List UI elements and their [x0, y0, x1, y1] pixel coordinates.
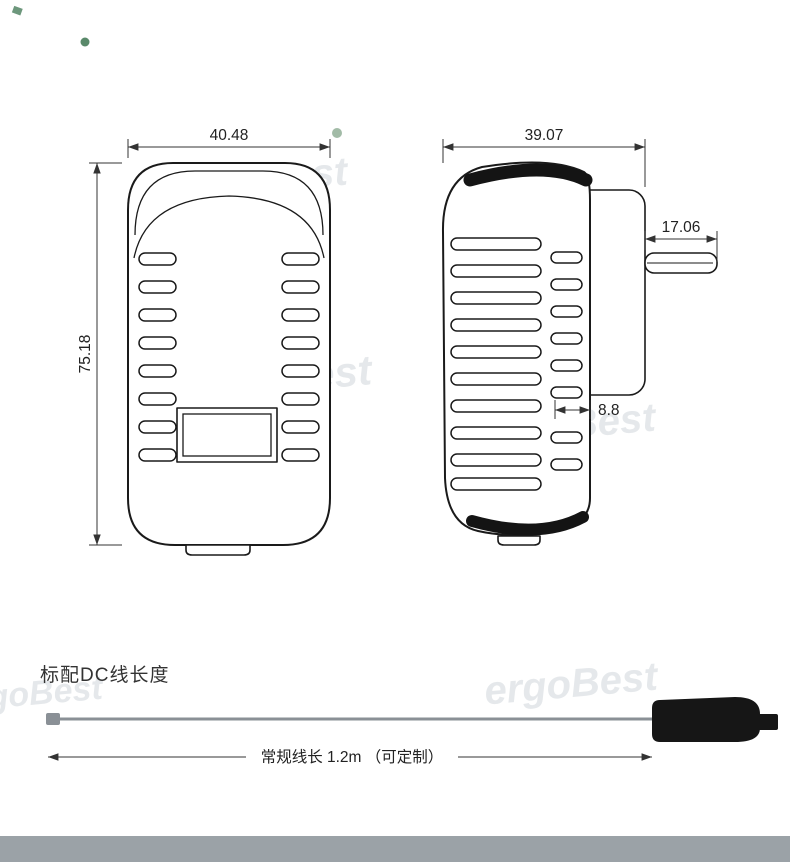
cable-section: 标配DC线长度 常规线长 1.2m （可定制）	[40, 664, 778, 766]
watermark-green-dot	[332, 128, 342, 138]
side-bottom-cap	[466, 511, 589, 536]
cable-length-note: 常规线长 1.2m （可定制）	[261, 748, 444, 766]
vent-slot	[550, 359, 583, 372]
vent-slot	[550, 251, 583, 264]
vent-slot	[281, 308, 320, 322]
dim-side-depth: 39.07	[442, 127, 646, 187]
side-bottom-nub	[497, 535, 541, 546]
vent-slot	[281, 280, 320, 294]
vent-slot	[138, 420, 177, 434]
side-depth-value: 39.07	[525, 127, 564, 144]
front-inner-top-line	[134, 170, 324, 236]
vent-slot	[450, 426, 542, 440]
dim-pin-length: 17.06	[644, 219, 718, 262]
vent-slot	[138, 392, 177, 406]
vent-slot	[450, 372, 542, 386]
pin-length-value: 17.06	[662, 219, 701, 236]
vent-slot	[138, 280, 177, 294]
watermark-green-dot	[80, 37, 90, 47]
front-body-outline	[127, 162, 331, 546]
side-top-cap	[463, 163, 593, 187]
watermark-fragment	[11, 5, 23, 16]
vent-slot	[281, 336, 320, 350]
vent-slot	[550, 305, 583, 318]
front-label-plate-outer	[176, 407, 278, 463]
vent-slot	[450, 345, 542, 359]
vent-slot	[550, 431, 583, 444]
front-vent-column-right	[281, 252, 320, 462]
vent-slot	[450, 264, 542, 278]
footer-bar	[0, 836, 790, 862]
vent-slot	[281, 364, 320, 378]
vent-slot	[138, 252, 177, 266]
vent-slot	[450, 477, 542, 491]
vent-slot	[550, 332, 583, 345]
watermark-text: ergoBest	[483, 654, 661, 713]
dim-front-width: 40.48	[127, 127, 331, 158]
front-bottom-nub	[185, 544, 251, 556]
side-vent-column-long	[450, 237, 542, 491]
cable-end-ferrule	[46, 713, 60, 725]
dc-plug-barrel	[758, 714, 778, 730]
vent-slot	[550, 458, 583, 471]
front-vent-column-left	[138, 252, 177, 462]
vent-slot	[138, 448, 177, 462]
vent-slot	[450, 453, 542, 467]
front-height-value: 75.18	[77, 335, 94, 374]
vent-slot	[138, 336, 177, 350]
dim-step: 8.8	[554, 400, 620, 419]
vent-slot	[281, 448, 320, 462]
front-view-drawing	[127, 162, 331, 556]
vent-slot	[450, 399, 542, 413]
front-width-value: 40.48	[210, 127, 249, 144]
cable-section-title: 标配DC线长度	[40, 664, 169, 686]
side-view-drawing	[441, 161, 718, 546]
vent-slot	[550, 278, 583, 291]
vent-slot	[281, 392, 320, 406]
front-face-arch	[133, 195, 325, 259]
vent-slot	[450, 237, 542, 251]
step-value: 8.8	[598, 402, 620, 419]
vent-slot	[281, 420, 320, 434]
vent-slot	[281, 252, 320, 266]
vent-slot	[550, 386, 583, 399]
dim-front-height: 75.18	[77, 162, 122, 546]
front-label-plate-inner	[182, 413, 272, 457]
vent-slot	[450, 318, 542, 332]
vent-slot	[138, 364, 177, 378]
dc-plug-body	[652, 697, 760, 742]
side-vent-column-short	[550, 251, 583, 471]
vent-slot	[138, 308, 177, 322]
vent-slot	[450, 291, 542, 305]
